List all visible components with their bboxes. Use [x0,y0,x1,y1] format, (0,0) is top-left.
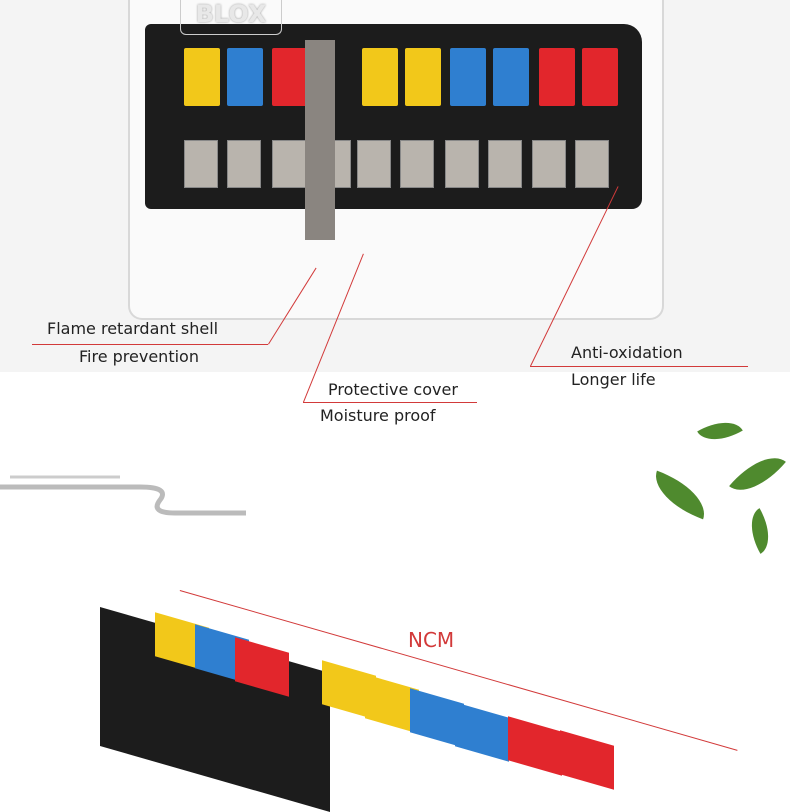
callout-cover-subtitle: Moisture proof [320,406,436,425]
fuse-yellow [184,48,220,106]
brand-logo: BLOX [180,0,282,35]
fuse-red [508,716,562,776]
callout-line [32,344,268,345]
callout-cover-title: Protective cover [328,380,458,399]
terminal [488,140,522,188]
fuse-red [560,730,614,790]
fuse-red [582,48,618,106]
terminal [227,140,261,188]
fuse-yellow [362,48,398,106]
callout-terminal-title: Anti-oxidation [571,343,683,362]
callout-terminal-subtitle: Longer life [571,370,656,389]
dimension-label: NCM [408,628,455,652]
fuse-blue [455,702,509,762]
fuse-red [539,48,575,106]
callout-line [530,366,748,367]
terminal [184,140,218,188]
fuse-blue [227,48,263,106]
leaves-decoration [640,400,790,560]
terminal [575,140,609,188]
terminal [272,140,306,188]
callout-shell-title: Flame retardant shell [47,319,219,338]
terminal [357,140,391,188]
fuse-red [272,48,308,106]
fuse-yellow [405,48,441,106]
terminal [445,140,479,188]
decorative-swoosh [0,475,246,516]
fuse-blue [493,48,529,106]
callout-line [303,402,477,403]
bus-bar [305,40,335,240]
terminal [532,140,566,188]
callout-shell-subtitle: Fire prevention [79,347,199,366]
fuse-blue [450,48,486,106]
terminal [400,140,434,188]
